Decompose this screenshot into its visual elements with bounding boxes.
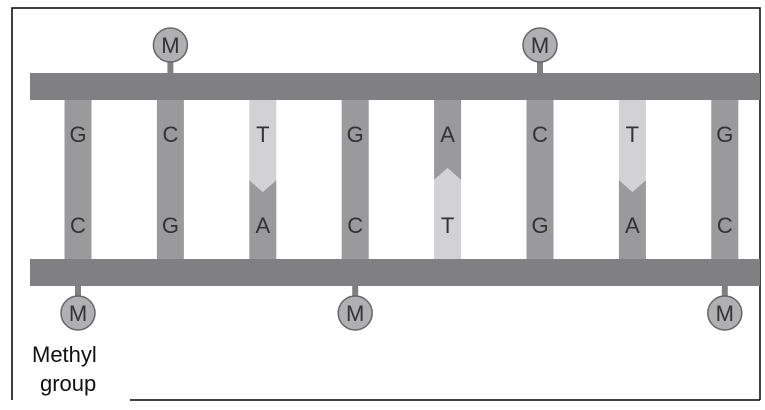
bottom-base-label: G (162, 213, 179, 238)
bottom-base-segment (434, 168, 462, 259)
bottom-base-segment (156, 180, 184, 259)
top-base-segment (156, 100, 184, 180)
methyl-circle (522, 27, 558, 63)
caption-methyl: Methyl (32, 342, 97, 367)
top-base-label: A (440, 122, 455, 147)
figure-frame (11, 7, 761, 400)
bottom-base-label: A (255, 213, 270, 238)
top-backbone-strand (30, 73, 760, 100)
base-pair: TA (249, 100, 277, 259)
methyl-stem (167, 60, 174, 74)
top-base-segment (249, 100, 277, 192)
methyl-group: M (152, 27, 189, 74)
base-pair: GC (64, 100, 92, 259)
methyl-stem (721, 285, 728, 298)
methyl-circle (707, 295, 743, 331)
bottom-base-segment (618, 180, 646, 259)
top-base-segment (341, 100, 369, 180)
top-base-segment (618, 100, 646, 192)
caption-group: group (40, 371, 96, 396)
top-base-label: T (256, 122, 269, 147)
bottom-base-label: C (347, 213, 363, 238)
top-base-segment (64, 100, 92, 180)
top-base-segment (711, 100, 739, 180)
bottom-base-segment (64, 180, 92, 259)
methyl-group: M (337, 285, 373, 331)
methyl-stem (75, 285, 81, 298)
top-base-label: C (162, 122, 178, 147)
methyl-label: M (161, 33, 179, 58)
methyl-circle (60, 295, 96, 331)
bottom-base-label: A (625, 213, 640, 238)
bottom-base-label: T (441, 213, 454, 238)
top-base-label: G (69, 122, 86, 147)
methyl-groups: M M M M M (60, 27, 743, 331)
methyl-stem (537, 60, 543, 74)
base-pair: CG (156, 100, 184, 259)
top-base-label: G (347, 122, 364, 147)
top-base-segment (526, 100, 554, 180)
bottom-base-label: C (717, 213, 733, 238)
methyl-group: M (522, 27, 558, 74)
base-pair: AT (434, 100, 462, 259)
methyl-stem (352, 285, 359, 298)
methyl-label: M (346, 301, 364, 326)
top-base-segment (434, 100, 462, 180)
bottom-backbone-strand (30, 259, 760, 286)
bottom-base-label: G (531, 213, 548, 238)
bottom-base-segment (711, 180, 739, 259)
base-pair: CG (526, 100, 554, 259)
base-pair: GC (711, 100, 739, 259)
methyl-circle (152, 27, 189, 63)
methyl-group: M (707, 285, 743, 331)
base-pair: TA (618, 100, 646, 259)
bottom-base-label: C (70, 213, 86, 238)
methyl-circle (337, 295, 373, 331)
top-base-label: C (532, 122, 548, 147)
methyl-label: M (531, 33, 549, 58)
methyl-label: M (69, 301, 87, 326)
bottom-base-segment (249, 180, 277, 259)
top-base-label: G (716, 122, 733, 147)
bottom-base-segment (341, 180, 369, 259)
methyl-group: M (60, 285, 96, 331)
base-pair: GC (341, 100, 369, 259)
bottom-base-segment (526, 180, 554, 259)
methyl-label: M (716, 301, 734, 326)
top-base-label: T (626, 122, 639, 147)
